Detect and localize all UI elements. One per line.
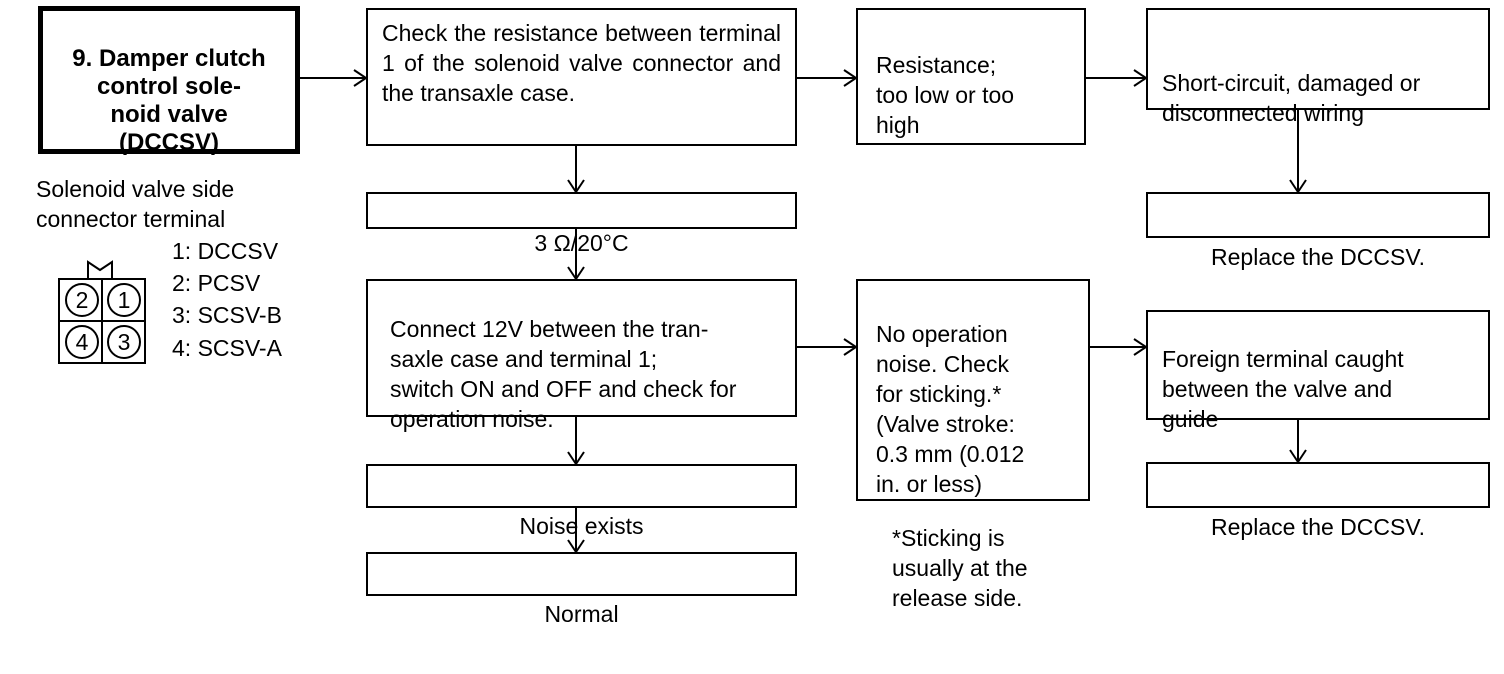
check-resistance-box: Check the resistance between terminal 1 … — [366, 8, 797, 146]
no-noise-text: No operation noise. Check for sticking.*… — [876, 321, 1025, 497]
terminal-4: 4: SCSV-A — [172, 335, 282, 361]
terminal-1: 1: DCCSV — [172, 238, 279, 264]
connector-label: Solenoid valve side connector terminal — [36, 176, 235, 232]
connector-diagram: 2 1 4 3 — [58, 278, 146, 364]
pin-3: 3 — [107, 325, 141, 359]
wiring-fault-text: Short-circuit, damaged or disconnected w… — [1162, 70, 1421, 126]
connect-12v-box: Connect 12V between the tran- saxle case… — [366, 279, 797, 432]
normal-box: Normal — [366, 552, 797, 627]
no-noise-box: No operation noise. Check for sticking.*… — [856, 279, 1090, 501]
section-title: 9. Damper clutch control sole- noid valv… — [72, 45, 266, 156]
replace-dccsv-text-1: Replace the DCCSV. — [1211, 244, 1425, 270]
resistance-bad-box: Resistance; too low or too high — [856, 8, 1086, 145]
foreign-terminal-text: Foreign terminal caught between the valv… — [1162, 346, 1404, 432]
normal-text: Normal — [544, 601, 619, 627]
connect-12v-text: Connect 12V between the tran- saxle case… — [390, 316, 737, 432]
resistance-spec-text: 3 Ω/20°C — [534, 230, 629, 256]
noise-exists-box: Noise exists — [366, 464, 797, 539]
pin-1: 1 — [107, 283, 141, 317]
resistance-spec-box: 3 Ω/20°C — [366, 192, 797, 256]
pin-2: 2 — [65, 283, 99, 317]
footnote: *Sticking is usually at the release side… — [892, 525, 1028, 611]
replace-dccsv-box-1: Replace the DCCSV. — [1146, 192, 1490, 270]
terminal-3: 3: SCSV-B — [172, 302, 282, 328]
replace-dccsv-box-2: Replace the DCCSV. — [1146, 462, 1490, 540]
section-title-box: 9. Damper clutch control sole- noid valv… — [38, 6, 300, 156]
resistance-bad-text: Resistance; too low or too high — [876, 52, 1015, 138]
foreign-terminal-box: Foreign terminal caught between the valv… — [1146, 310, 1490, 432]
noise-exists-text: Noise exists — [519, 513, 644, 539]
check-resistance-text: Check the resistance between terminal 1 … — [382, 20, 781, 106]
pin-4: 4 — [65, 325, 99, 359]
replace-dccsv-text-2: Replace the DCCSV. — [1211, 514, 1425, 540]
terminal-2: 2: PCSV — [172, 270, 261, 296]
wiring-fault-box: Short-circuit, damaged or disconnected w… — [1146, 8, 1490, 126]
